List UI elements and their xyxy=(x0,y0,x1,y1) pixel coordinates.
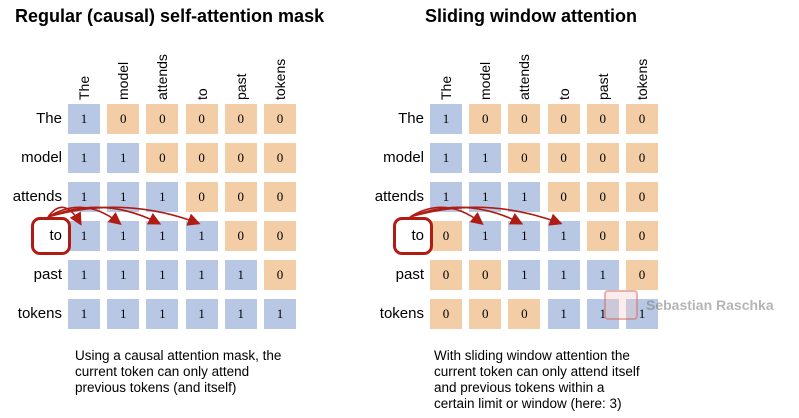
row-label: to xyxy=(49,227,62,244)
row-label: past xyxy=(33,266,62,283)
mask-cell: 1 xyxy=(547,260,580,290)
mask-cell: 0 xyxy=(264,104,296,134)
caption-line: and previous tokens within a xyxy=(434,380,605,395)
watermark-text: Sebastian Raschka xyxy=(646,297,774,313)
mask-cell: 1 xyxy=(107,260,140,290)
mask-cell: 1 xyxy=(146,221,179,251)
mask-cell: 1 xyxy=(508,182,541,212)
mask-cell: 0 xyxy=(264,143,296,173)
mask-cell: 1 xyxy=(107,221,140,251)
mask-cell: 0 xyxy=(264,221,296,251)
attention-arrow xyxy=(47,206,82,226)
mask-cell: 0 xyxy=(586,143,619,173)
mask-cell: 0 xyxy=(430,260,462,290)
mask-cell: 0 xyxy=(469,260,502,290)
mask-cell: 1 xyxy=(469,143,502,173)
mask-cell: 1 xyxy=(547,299,580,329)
attention-arrow xyxy=(47,206,201,226)
current-token-highlight xyxy=(393,217,433,255)
mask-cell: 0 xyxy=(430,221,462,251)
mask-cell: 1 xyxy=(146,182,179,212)
mask-cell: 0 xyxy=(107,104,140,134)
mask-cell: 0 xyxy=(547,104,580,134)
mask-cell: 1 xyxy=(508,260,541,290)
caption-line: Using a causal attention mask, the xyxy=(75,348,282,363)
panel-title: Sliding window attention xyxy=(425,6,637,26)
mask-cell: 1 xyxy=(146,299,179,329)
mask-cell: 1 xyxy=(224,299,257,329)
mask-cell: 1 xyxy=(185,221,218,251)
mask-cell: 1 xyxy=(107,143,140,173)
mask-cell: 0 xyxy=(508,299,541,329)
row-label: The xyxy=(36,110,62,127)
mask-cell: 0 xyxy=(185,104,218,134)
mask-cell: 1 xyxy=(430,143,462,173)
row-label: attends xyxy=(12,188,62,205)
current-token-highlight xyxy=(31,217,71,255)
mask-cell: 0 xyxy=(146,104,179,134)
mask-cell: 1 xyxy=(264,299,296,329)
mask-cell: 0 xyxy=(264,260,296,290)
mask-cell: 0 xyxy=(146,143,179,173)
mask-cell: 0 xyxy=(547,182,580,212)
mask-cell: 0 xyxy=(224,143,257,173)
mask-cell: 0 xyxy=(185,143,218,173)
mask-cell: 0 xyxy=(224,182,257,212)
row-label: model xyxy=(21,149,62,166)
mask-cell: 1 xyxy=(586,299,619,329)
mask-cell: 0 xyxy=(626,221,658,251)
mask-cell: 1 xyxy=(469,221,502,251)
row-label: tokens xyxy=(17,305,62,322)
mask-cell: 0 xyxy=(626,143,658,173)
mask-cell: 0 xyxy=(586,221,619,251)
mask-cell: 0 xyxy=(469,104,502,134)
watermark-logo-icon xyxy=(604,290,638,320)
caption-line: current token can only attend xyxy=(75,364,250,379)
mask-cell: 0 xyxy=(224,221,257,251)
mask-cell: 0 xyxy=(508,143,541,173)
mask-cell: 0 xyxy=(626,104,658,134)
mask-cell: 1 xyxy=(224,260,257,290)
mask-cell: 1 xyxy=(185,299,218,329)
mask-cell: 0 xyxy=(586,104,619,134)
mask-cell: 0 xyxy=(626,182,658,212)
mask-cell: 1 xyxy=(107,299,140,329)
mask-cell: 0 xyxy=(224,104,257,134)
row-label: past xyxy=(395,266,424,283)
mask-cell: 1 xyxy=(68,260,100,290)
mask-cell: 0 xyxy=(586,182,619,212)
mask-cell: 1 xyxy=(68,104,100,134)
mask-cell: 0 xyxy=(185,182,218,212)
mask-cell: 0 xyxy=(264,182,296,212)
panel-title: Regular (causal) self-attention mask xyxy=(15,6,325,26)
attention-arrow xyxy=(409,206,563,226)
mask-cell: 1 xyxy=(146,260,179,290)
mask-cell: 0 xyxy=(508,104,541,134)
mask-cell: 1 xyxy=(508,221,541,251)
caption-line: previous tokens (and itself) xyxy=(75,380,237,395)
mask-cell: 1 xyxy=(626,299,658,329)
mask-cell: 1 xyxy=(586,260,619,290)
mask-cell: 0 xyxy=(547,143,580,173)
row-label: to xyxy=(411,227,424,244)
mask-cell: 0 xyxy=(626,260,658,290)
mask-cell: 1 xyxy=(430,104,462,134)
caption-line: certain limit or window (here: 3) xyxy=(434,396,622,411)
mask-cell: 0 xyxy=(469,299,502,329)
mask-cell: 1 xyxy=(185,260,218,290)
watermark: Sebastian Raschka xyxy=(604,290,774,320)
caption-line: With sliding window attention the xyxy=(434,348,630,363)
mask-cell: 1 xyxy=(68,143,100,173)
mask-cell: 1 xyxy=(68,299,100,329)
caption-line: current token can only attend itself xyxy=(434,364,640,379)
row-label: The xyxy=(398,110,424,127)
mask-cell: 1 xyxy=(547,221,580,251)
mask-cell: 0 xyxy=(430,299,462,329)
row-label: tokens xyxy=(379,305,424,322)
row-label: model xyxy=(383,149,424,166)
row-label: attends xyxy=(374,188,424,205)
mask-cell: 1 xyxy=(68,221,100,251)
